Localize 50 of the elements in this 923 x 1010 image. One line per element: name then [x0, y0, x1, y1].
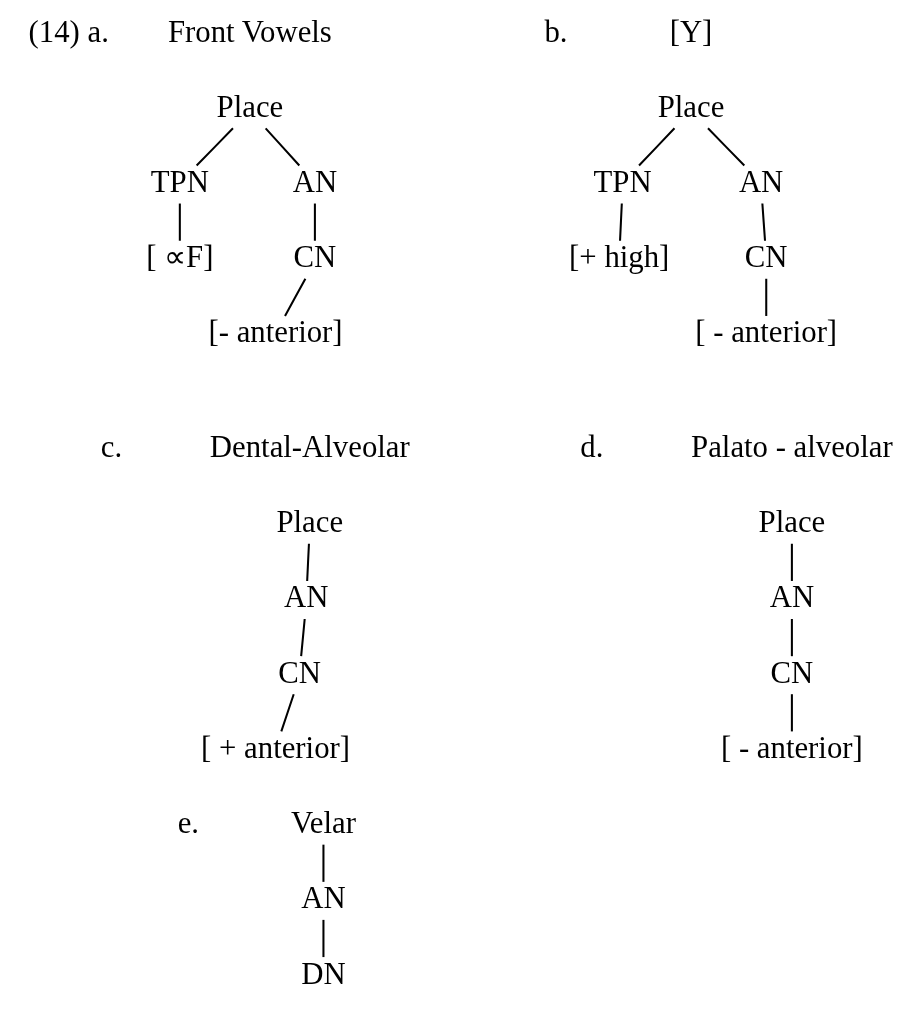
node-text: CN	[278, 655, 321, 690]
connector	[619, 203, 623, 241]
connector	[284, 278, 307, 317]
node-text: CN	[770, 655, 814, 690]
node-text: AN	[769, 580, 815, 615]
connector	[765, 278, 768, 316]
node-text: [ + anterior]	[201, 730, 351, 765]
label: c.	[100, 429, 123, 464]
label: e.	[177, 806, 200, 841]
node-text: CN	[744, 240, 788, 275]
node-text: TPN	[150, 164, 209, 199]
node-text: Place	[216, 89, 284, 124]
connector	[280, 693, 295, 732]
label: Front Vowels	[168, 14, 332, 49]
node-text: AN	[738, 164, 784, 199]
label: d.	[580, 429, 604, 464]
node-text: TPN	[593, 164, 652, 199]
node-text: [- anterior]	[208, 315, 343, 350]
node-text: [ ∝F]	[146, 240, 214, 275]
connector	[322, 919, 325, 958]
connector	[306, 543, 310, 581]
label: Palato - alveolar	[691, 429, 893, 464]
label: b.	[544, 14, 568, 49]
node-text: Place	[758, 505, 826, 540]
node-text: AN	[292, 164, 338, 199]
node-text: Place	[657, 89, 725, 124]
connector	[313, 203, 316, 241]
connector	[790, 694, 793, 732]
node-text: CN	[293, 240, 337, 275]
node-text: [+ high]	[569, 240, 670, 275]
connector	[195, 127, 234, 167]
connector	[178, 203, 181, 241]
connector	[264, 127, 301, 167]
label: Dental-Alveolar	[209, 429, 410, 464]
connector	[790, 543, 793, 581]
node-text: Place	[276, 505, 344, 540]
connector	[790, 619, 793, 657]
connector	[761, 203, 767, 241]
connector	[300, 618, 306, 657]
node-text: [ - anterior]	[695, 315, 838, 350]
connector	[707, 127, 746, 167]
node-text: DN	[301, 956, 346, 991]
node-text: Velar	[290, 806, 356, 841]
label: (14) a.	[28, 14, 109, 49]
node-text: [ - anterior]	[721, 730, 863, 765]
label: [Y]	[669, 14, 713, 49]
node-text: AN	[301, 881, 346, 916]
connector	[638, 127, 676, 167]
node-text: AN	[284, 580, 329, 615]
connector	[322, 844, 325, 882]
